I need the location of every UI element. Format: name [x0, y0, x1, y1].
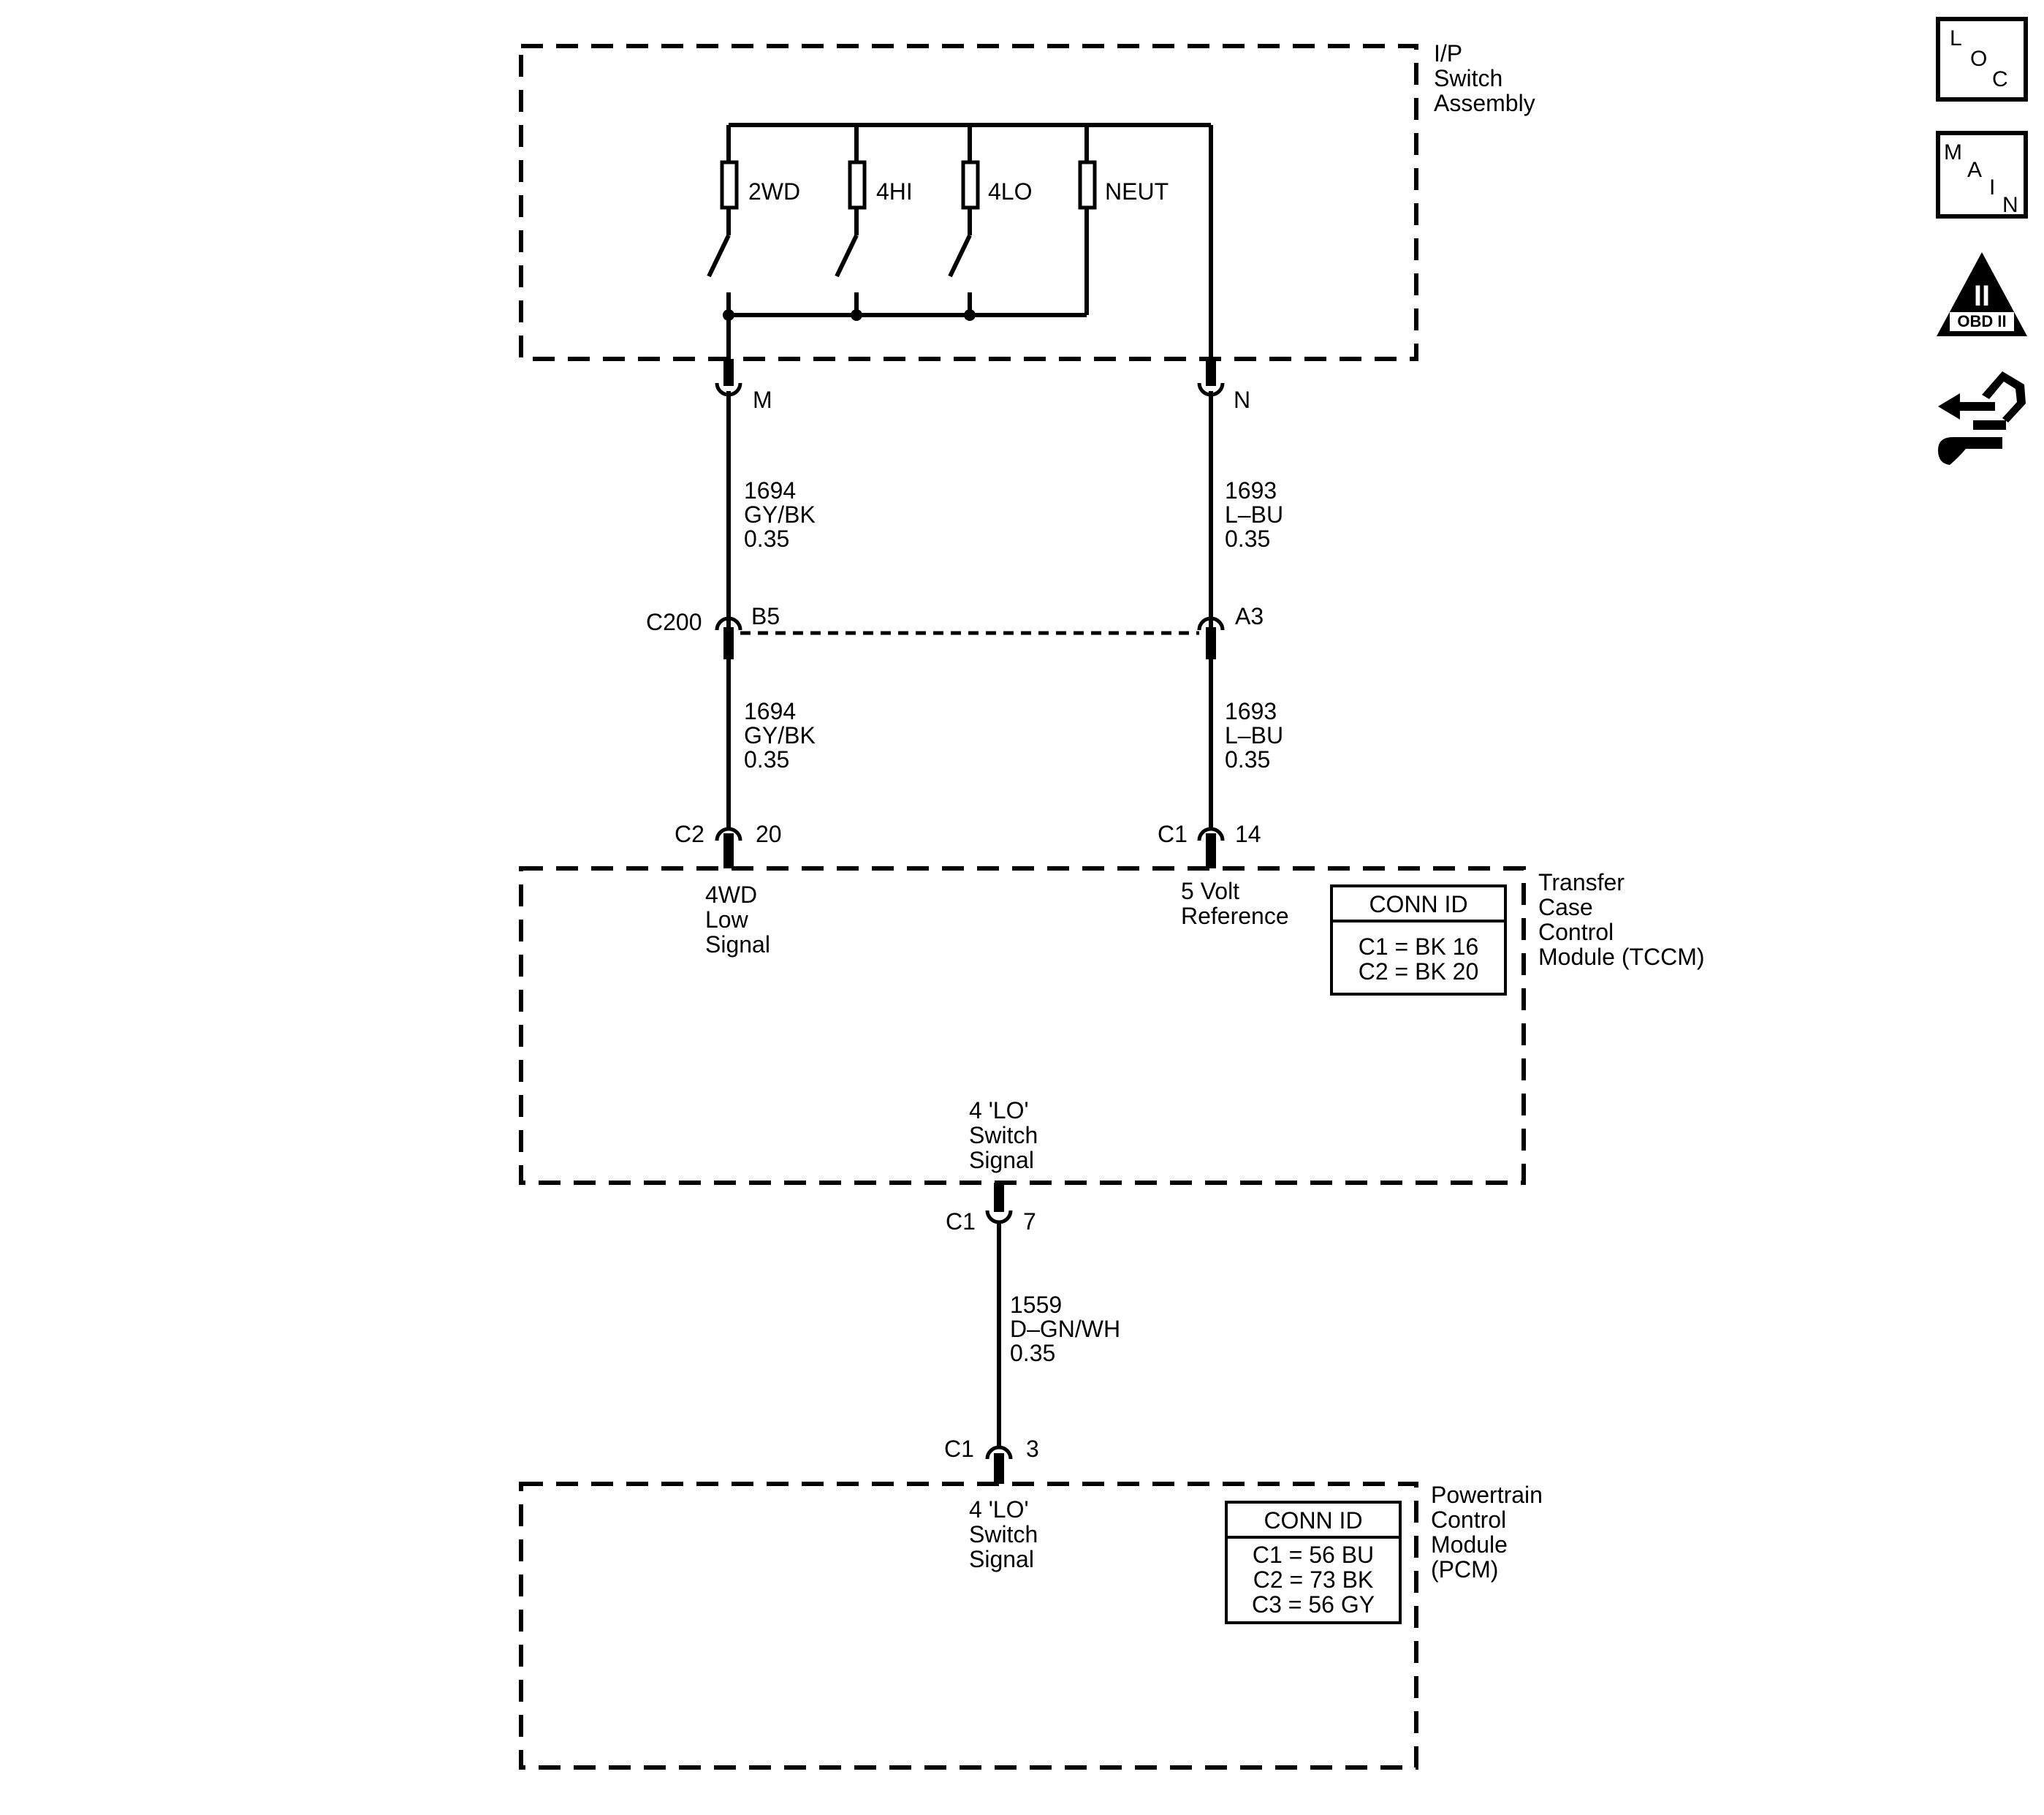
loc-icon[interactable]	[1936, 17, 2028, 102]
pcm-conn-id-box	[1225, 1501, 1402, 1624]
wire-label: GY/BK	[744, 722, 816, 749]
tccm-pin-20: 20	[756, 821, 782, 847]
switch-label-4hi: 4HI	[876, 178, 913, 205]
tccm-name: Case	[1538, 894, 1593, 920]
wire-label: L–BU	[1225, 722, 1283, 749]
tccm-conn-c2: C2	[675, 821, 704, 847]
wire-label: 1693	[1225, 477, 1277, 504]
pcm-box	[519, 1482, 1418, 1770]
c200-pin-a3: A3	[1235, 603, 1264, 629]
tccm-name: Transfer	[1538, 869, 1625, 895]
pcm-lo-switch-label: Switch	[969, 1521, 1038, 1547]
service-wrench-icon[interactable]	[1938, 371, 2026, 465]
ip-switch-name-3: Assembly	[1434, 90, 1535, 116]
tccm-pin-label: Reference	[1181, 903, 1289, 929]
wire-label: L–BU	[1225, 501, 1283, 528]
pcm-name: Powertrain	[1431, 1482, 1543, 1508]
wire-label: 0.35	[744, 746, 789, 773]
switch-label-4lo: 4LO	[988, 178, 1032, 205]
c200-label: C200	[646, 609, 702, 635]
pin-label-m: M	[753, 387, 772, 413]
tccm-conn-id: C1 = BK 16	[1359, 933, 1479, 960]
svg-text:OBD II: OBD II	[1957, 312, 2006, 330]
tccm-pin-label: Signal	[705, 931, 770, 958]
loc-letter: O	[1970, 47, 1987, 71]
tccm-lo-switch-label: Switch	[969, 1122, 1038, 1148]
pcm-lo-switch-label: 4 'LO'	[969, 1496, 1029, 1523]
tccm-bottom-conn: C1	[946, 1208, 976, 1235]
main-letter: N	[2002, 193, 2018, 217]
tccm-lo-switch-label: 4 'LO'	[969, 1097, 1029, 1124]
loc-letter: L	[1950, 26, 1962, 50]
obd-ii-icon[interactable]: II OBD II	[1937, 252, 2027, 336]
tccm-pin-14: 14	[1235, 821, 1261, 847]
main-icon[interactable]	[1936, 131, 2028, 219]
pcm-lo-switch-label: Signal	[969, 1546, 1034, 1572]
pcm-conn-id: C3 = 56 GY	[1252, 1591, 1375, 1618]
loc-letter: C	[1992, 67, 2008, 91]
pcm-conn-id: C1 = 56 BU	[1253, 1542, 1374, 1568]
svg-text:II: II	[1974, 280, 1990, 312]
junction-dots	[723, 309, 976, 321]
connector-tccm-c1-14	[1197, 827, 1225, 841]
tccm-bottom-pin: 7	[1023, 1208, 1036, 1235]
tccm-pin-label: 4WD	[705, 882, 757, 908]
connector-pcm-c1-3	[985, 1445, 1013, 1460]
pcm-conn-id-title: CONN ID	[1264, 1507, 1362, 1534]
switch-neut	[1078, 125, 1097, 315]
wire-label: 0.35	[1225, 746, 1270, 773]
tccm-pin-label: 5 Volt	[1181, 878, 1239, 904]
wire-label: D–GN/WH	[1010, 1316, 1120, 1342]
tccm-conn-id: C2 = BK 20	[1359, 958, 1479, 985]
tccm-lo-switch-label: Signal	[969, 1147, 1034, 1173]
wire-label: 1694	[744, 698, 796, 724]
switch-2wd	[707, 125, 739, 315]
pcm-name: Control	[1431, 1507, 1506, 1533]
main-letter: A	[1967, 158, 1982, 182]
connector-tccm-c2-20	[715, 827, 742, 841]
switch-4lo	[948, 125, 980, 315]
pcm-conn: C1	[944, 1436, 974, 1462]
connector-tccm-c1-7	[985, 1210, 1013, 1224]
wire-label: 0.35	[1010, 1340, 1055, 1366]
pcm-pin: 3	[1026, 1436, 1039, 1462]
wire-label: 0.35	[744, 526, 789, 552]
pcm-name: (PCM)	[1431, 1556, 1498, 1583]
wire-label: 1559	[1010, 1292, 1062, 1318]
switch-label-2wd: 2WD	[748, 178, 800, 205]
pcm-conn-id: C2 = 73 BK	[1253, 1566, 1374, 1593]
switch-4hi	[835, 125, 867, 315]
wire-label: 0.35	[1225, 526, 1270, 552]
wire-label: GY/BK	[744, 501, 816, 528]
main-letter: I	[1989, 175, 1995, 200]
tccm-pin-label: Low	[705, 906, 749, 933]
ip-switch-name-2: Switch	[1434, 65, 1502, 91]
pin-label-n: N	[1234, 387, 1250, 413]
main-letter: M	[1944, 140, 1962, 164]
tccm-conn-id-box	[1330, 884, 1507, 996]
tccm-name: Control	[1538, 919, 1614, 945]
tccm-box	[519, 866, 1526, 1185]
switch-label-neut: NEUT	[1105, 178, 1169, 205]
tccm-conn-id-title: CONN ID	[1369, 891, 1467, 917]
ip-switch-assembly-box	[519, 44, 1418, 361]
tccm-name: Module (TCCM)	[1538, 944, 1705, 970]
c200-pin-b5: B5	[751, 603, 780, 629]
connector-c200-a3	[1197, 616, 1225, 631]
wire-label: 1693	[1225, 698, 1277, 724]
pcm-name: Module	[1431, 1531, 1508, 1558]
connector-c200-b5	[715, 616, 742, 631]
tccm-conn-c1: C1	[1158, 821, 1188, 847]
wire-label: 1694	[744, 477, 796, 504]
ip-switch-name-1: I/P	[1434, 40, 1462, 67]
